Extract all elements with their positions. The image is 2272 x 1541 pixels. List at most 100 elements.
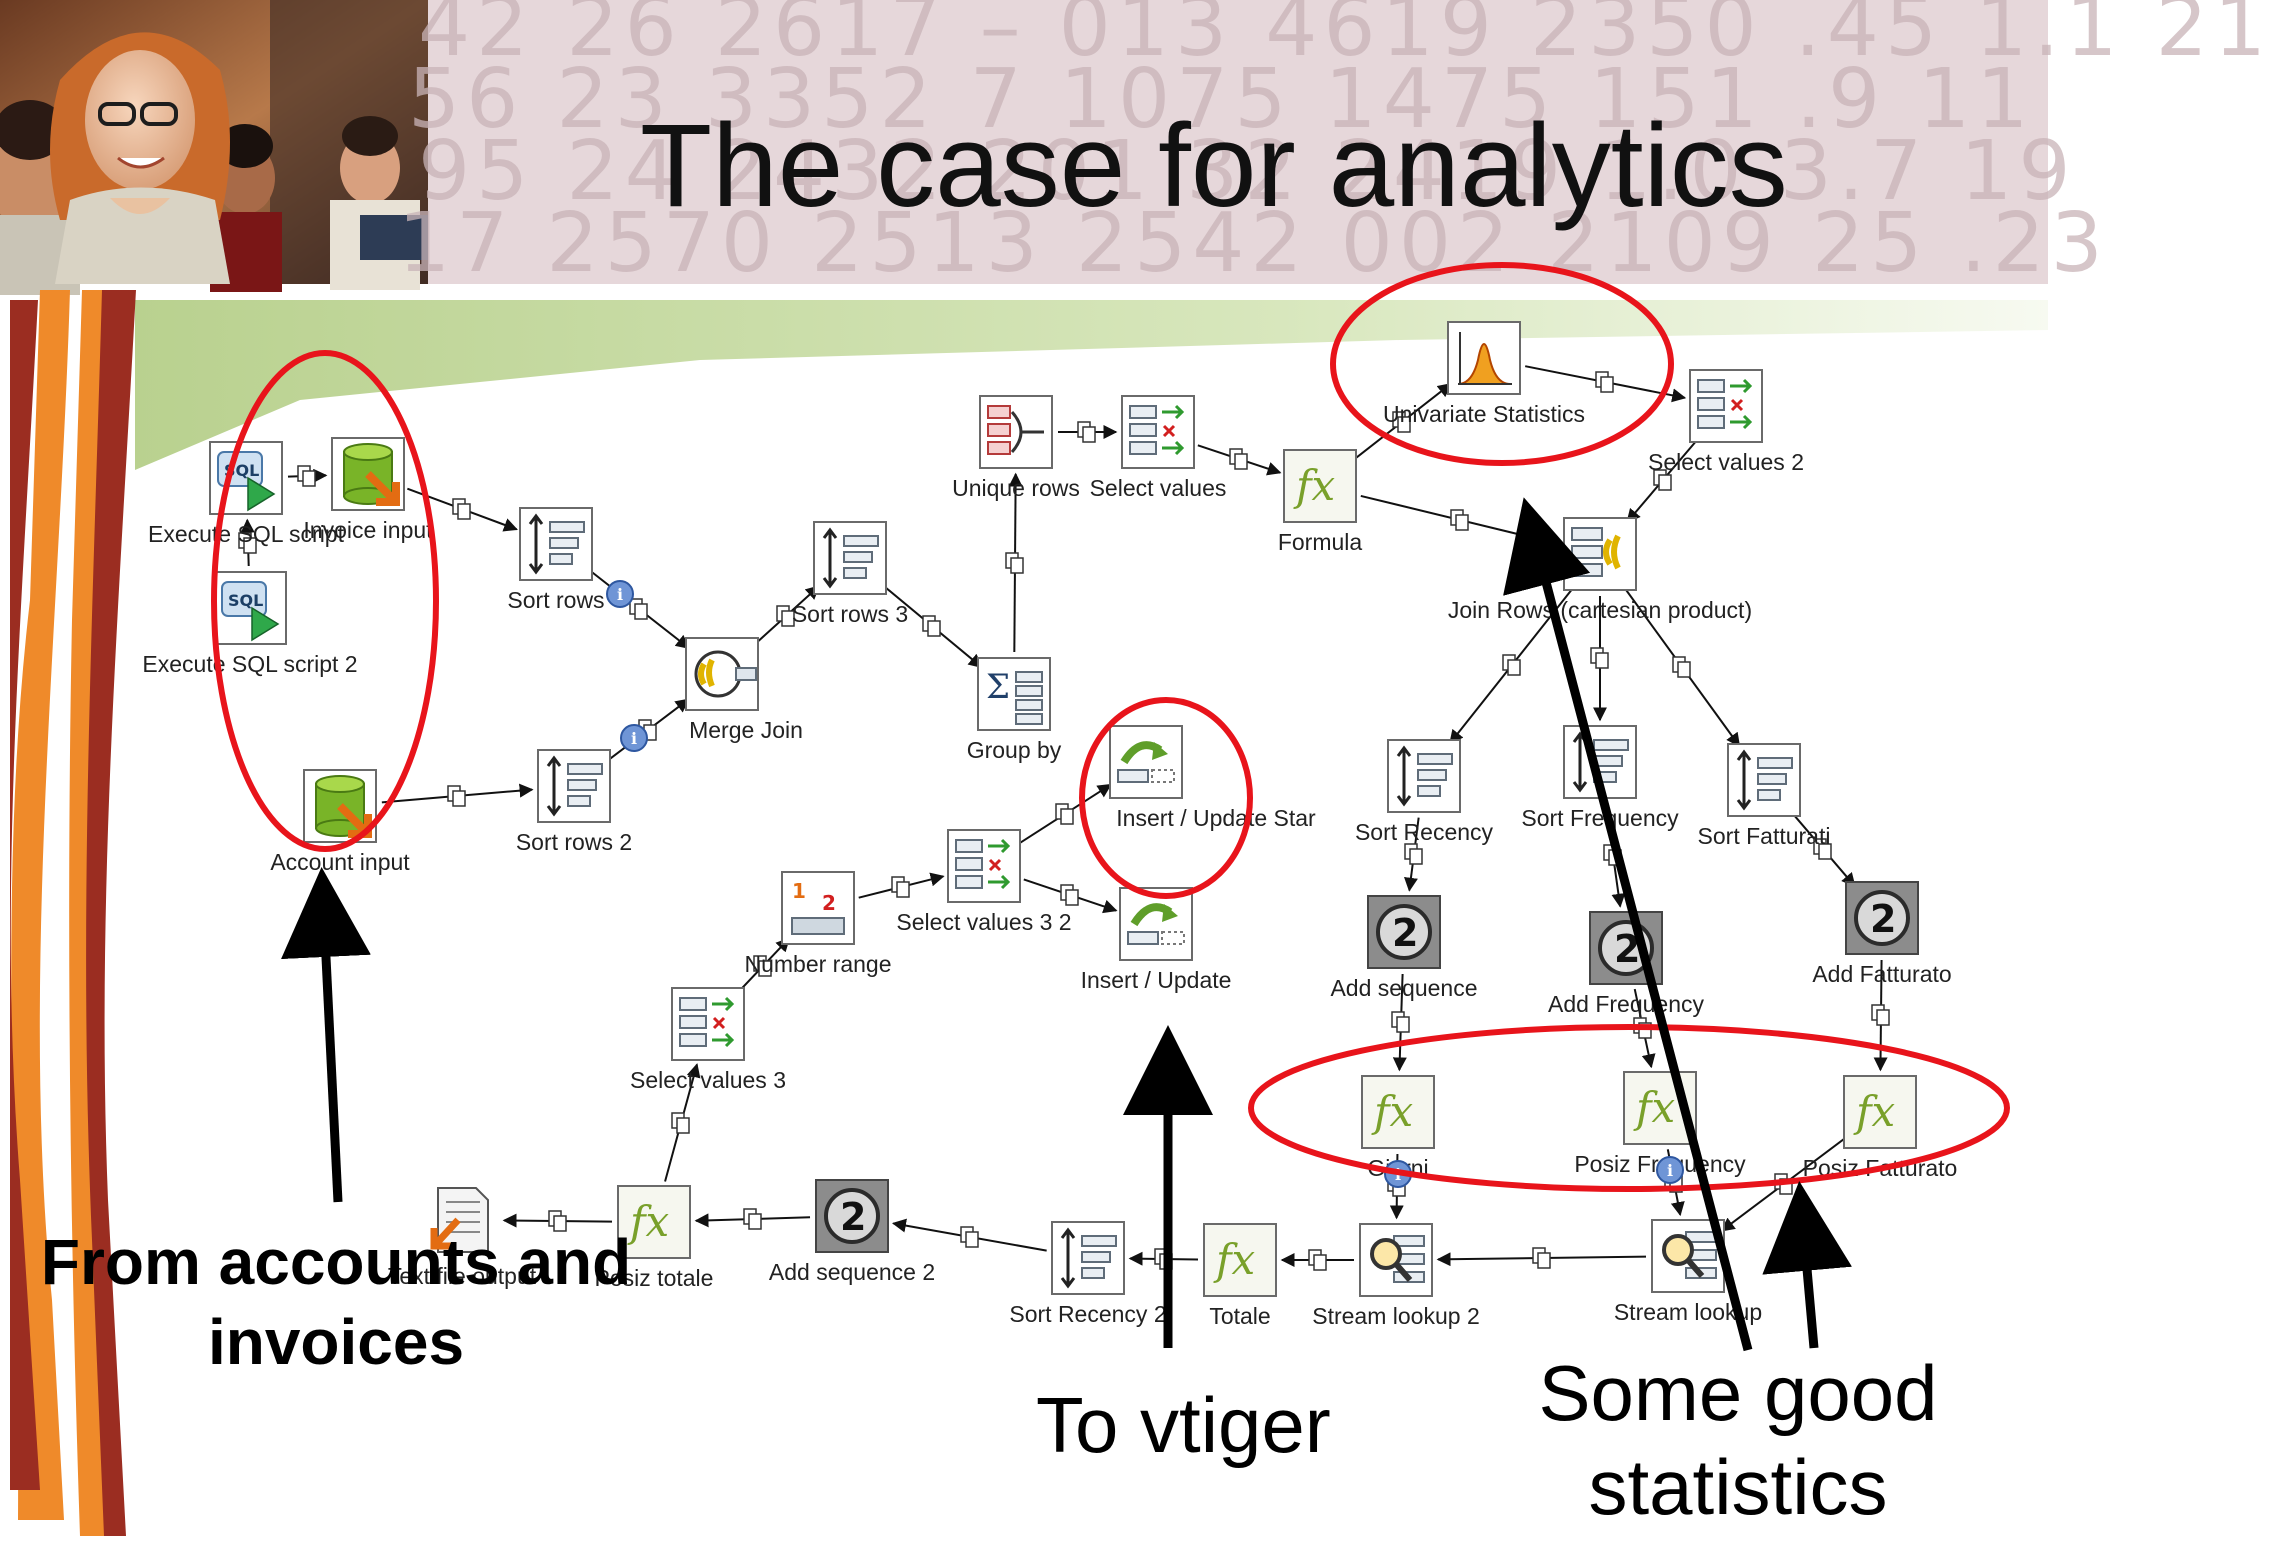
copy-rows-icon: [1308, 1249, 1327, 1271]
numbers-background: 42 26 2617 – 013 4619 2350 .45 1.1 21 56…: [398, 0, 2266, 291]
info-icon: i: [1656, 1156, 1684, 1184]
copy-rows-icon: [743, 1208, 762, 1230]
select-values-icon: [1689, 369, 1763, 443]
highlight-ellipse-univariate: [1330, 262, 1674, 466]
step-stream-lookup-2[interactable]: Stream lookup 2: [1312, 1223, 1480, 1329]
sort-rows-icon: [1727, 743, 1801, 817]
background-number-row: 95 24 2432 201 32 2419 1.0 3.7 19: [418, 124, 2077, 219]
step-label: Select values 3 2: [896, 909, 1071, 935]
step-giorni[interactable]: fxGiorni: [1361, 1075, 1435, 1181]
step-sort-recency-2[interactable]: Sort Recency 2: [1009, 1221, 1167, 1327]
step-label: Formula: [1278, 529, 1363, 555]
background-number-row: 56 23 3352 7 1075 1475 151 .9 11: [408, 52, 2035, 147]
step-sort-rows-2[interactable]: Sort rows 2: [516, 749, 632, 855]
svg-text:i: i: [1667, 1161, 1673, 1180]
text-file-output-icon: [430, 1187, 489, 1253]
background-number-row: 42 26 2617 – 013 4619 2350 .45 1.1 21: [418, 0, 2272, 75]
slide-banner: 42 26 2617 – 013 4619 2350 .45 1.1 21 56…: [0, 0, 2266, 295]
step-insert-update[interactable]: Insert / Update: [1081, 887, 1232, 993]
copy-rows-icon: [1653, 469, 1672, 491]
formula-icon: fx: [1283, 449, 1357, 523]
add-sequence-icon: 2: [1367, 895, 1441, 969]
step-sort-rows-3[interactable]: Sort rows 3: [792, 521, 908, 627]
step-select-values-3[interactable]: Select values 3: [630, 987, 786, 1093]
step-label: Sort rows: [507, 587, 604, 613]
copy-rows-icon: [1005, 552, 1024, 574]
unique-rows-icon: [979, 395, 1053, 469]
table-input-icon: [331, 437, 405, 511]
copy-rows-icon: [1060, 884, 1079, 906]
copy-rows-icon: [447, 785, 466, 807]
copy-rows-icon: [1392, 411, 1411, 433]
annotation-from-accounts: From accounts and invoices: [26, 1222, 646, 1382]
sql-icon: SQL: [213, 571, 287, 645]
ribbon-orange-left: [11, 290, 70, 1520]
step-label: Add Frequency: [1548, 991, 1704, 1017]
select-values-icon: [947, 829, 1021, 903]
step-label: Sort Frequency: [1521, 805, 1679, 831]
stream-lookup-icon: [1359, 1223, 1433, 1297]
copy-rows-icon: [1391, 1011, 1410, 1033]
step-label: Merge Join: [689, 717, 803, 743]
insert-update-icon: [1119, 887, 1193, 961]
svg-text:fx: fx: [1293, 461, 1336, 510]
step-insert-update-star[interactable]: Insert / Update Star: [1109, 725, 1316, 831]
svg-text:fx: fx: [1371, 1087, 1414, 1136]
copy-rows-icon: [1502, 654, 1521, 676]
svg-text:fx: fx: [1853, 1087, 1896, 1136]
step-select-values-3-2[interactable]: Select values 3 2: [896, 829, 1072, 935]
svg-text:Σ: Σ: [986, 667, 1010, 707]
step-sort-rows[interactable]: Sort rows: [507, 507, 605, 613]
step-label: Stream lookup 2: [1312, 1303, 1479, 1329]
highlight-ellipse-inputs: [211, 350, 439, 852]
business-people-photo: [0, 0, 428, 295]
sort-rows-icon: [519, 507, 593, 581]
sort-rows-icon: [1051, 1221, 1125, 1295]
step-label: Text file output: [388, 1263, 537, 1289]
select-values-icon: [1121, 395, 1195, 469]
copy-rows-icon: [891, 876, 910, 898]
copy-rows-icon: [548, 1210, 567, 1232]
svg-text:1: 1: [792, 879, 806, 903]
step-label: Account input: [270, 849, 410, 875]
copy-rows-icon: [960, 1226, 979, 1248]
step-select-values-2[interactable]: Select values 2: [1648, 369, 1804, 475]
copy-rows-icon: [1590, 647, 1609, 669]
insert-update-icon: [1109, 725, 1183, 799]
annotation-arrow-stats-short: [1762, 1181, 1852, 1349]
step-execute-sql-script-2[interactable]: SQL Execute SQL script 2: [142, 571, 358, 677]
copy-rows-icon: [452, 498, 471, 520]
step-label: Join Rows (cartesian product): [1448, 597, 1752, 623]
copy-rows-icon: [238, 532, 257, 554]
step-label: Sort Recency 2: [1009, 1301, 1166, 1327]
step-sort-recency[interactable]: Sort Recency: [1355, 739, 1494, 845]
copy-rows-icon: [1871, 1004, 1890, 1026]
ribbon-dark-inner: [78, 290, 136, 1536]
copy-rows-icon: [1532, 1247, 1551, 1269]
step-select-values[interactable]: Select values: [1090, 395, 1227, 501]
step-label: Invoice input: [303, 517, 433, 543]
step-merge-join[interactable]: Merge Join: [685, 637, 803, 743]
step-label: Sort rows 2: [516, 829, 632, 855]
step-label: Add Fatturato: [1812, 961, 1951, 987]
svg-text:i: i: [617, 585, 623, 604]
copy-rows-icon: [922, 615, 941, 637]
step-label: Execute SQL script 2: [142, 651, 357, 677]
step-text-file-output[interactable]: Text file output: [388, 1187, 537, 1289]
step-sort-fatturati[interactable]: Sort Fatturati: [1698, 743, 1831, 849]
step-unique-rows[interactable]: Unique rows: [952, 395, 1080, 501]
svg-text:fx: fx: [627, 1197, 670, 1246]
copy-rows-icon: [297, 465, 316, 487]
univariate-statistics-icon: [1447, 321, 1521, 395]
step-univariate-statistics[interactable]: Univariate Statistics: [1383, 321, 1585, 427]
step-invoice-input[interactable]: Invoice input: [303, 437, 433, 543]
